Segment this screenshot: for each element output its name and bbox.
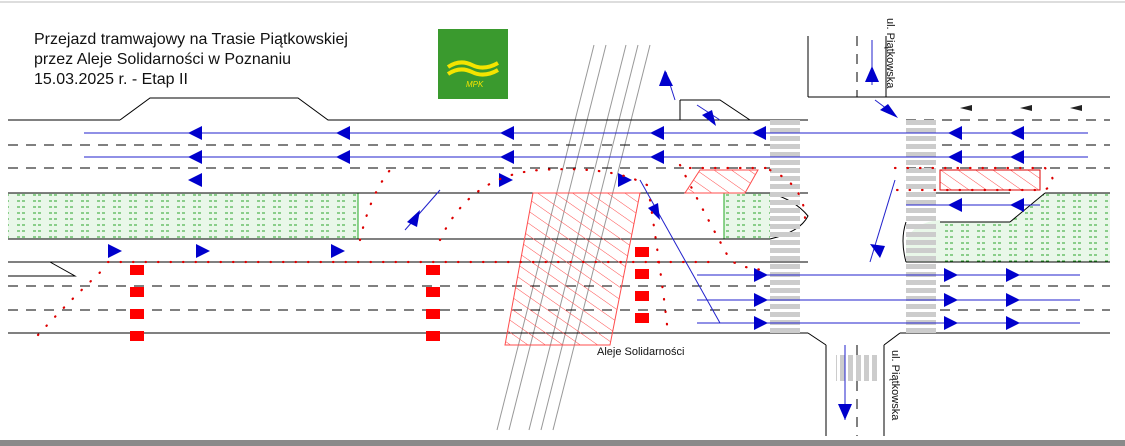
crosswalk-bottom: [836, 355, 878, 381]
hatch-main: [504, 192, 641, 346]
street-label-aleje: Aleje Solidarności: [597, 346, 685, 358]
hatch-right: [939, 169, 1041, 191]
arrow-row-east-1: [108, 173, 632, 258]
hatch-top: [684, 169, 759, 194]
construction-zones: [504, 169, 1041, 346]
arrow-row-west-2: [188, 150, 1024, 164]
bottom-border: [0, 440, 1125, 446]
logo-text: MPK: [466, 80, 484, 89]
crosswalk-right: [906, 118, 936, 333]
arrow-turns: [407, 66, 898, 420]
arrow-row-east-2: [754, 268, 1020, 330]
title-line-2: przez Aleje Solidarności w Poznaniu: [34, 51, 292, 68]
lane-arrows: [108, 66, 1082, 420]
title-line-3: 15.03.2025 r. - Etap II: [34, 71, 188, 88]
street-label-piatkowska-top: ul. Piątkowska: [884, 18, 896, 89]
mpk-logo: MPK: [438, 29, 508, 99]
arrow-row-west-3: [188, 173, 1024, 212]
crosswalk-left: [770, 118, 800, 333]
detour-paths: [36, 163, 1054, 337]
arrow-small-right-top: [960, 105, 1082, 111]
tram-stop-markers: [130, 247, 649, 341]
arrow-row-west-1: [188, 126, 1024, 140]
title-line-1: Przejazd tramwajowy na Trasie Piątkowski…: [34, 31, 348, 48]
greenery-areas: [8, 193, 1110, 262]
street-label-piatkowska-bottom: ul. Piątkowska: [889, 350, 901, 421]
